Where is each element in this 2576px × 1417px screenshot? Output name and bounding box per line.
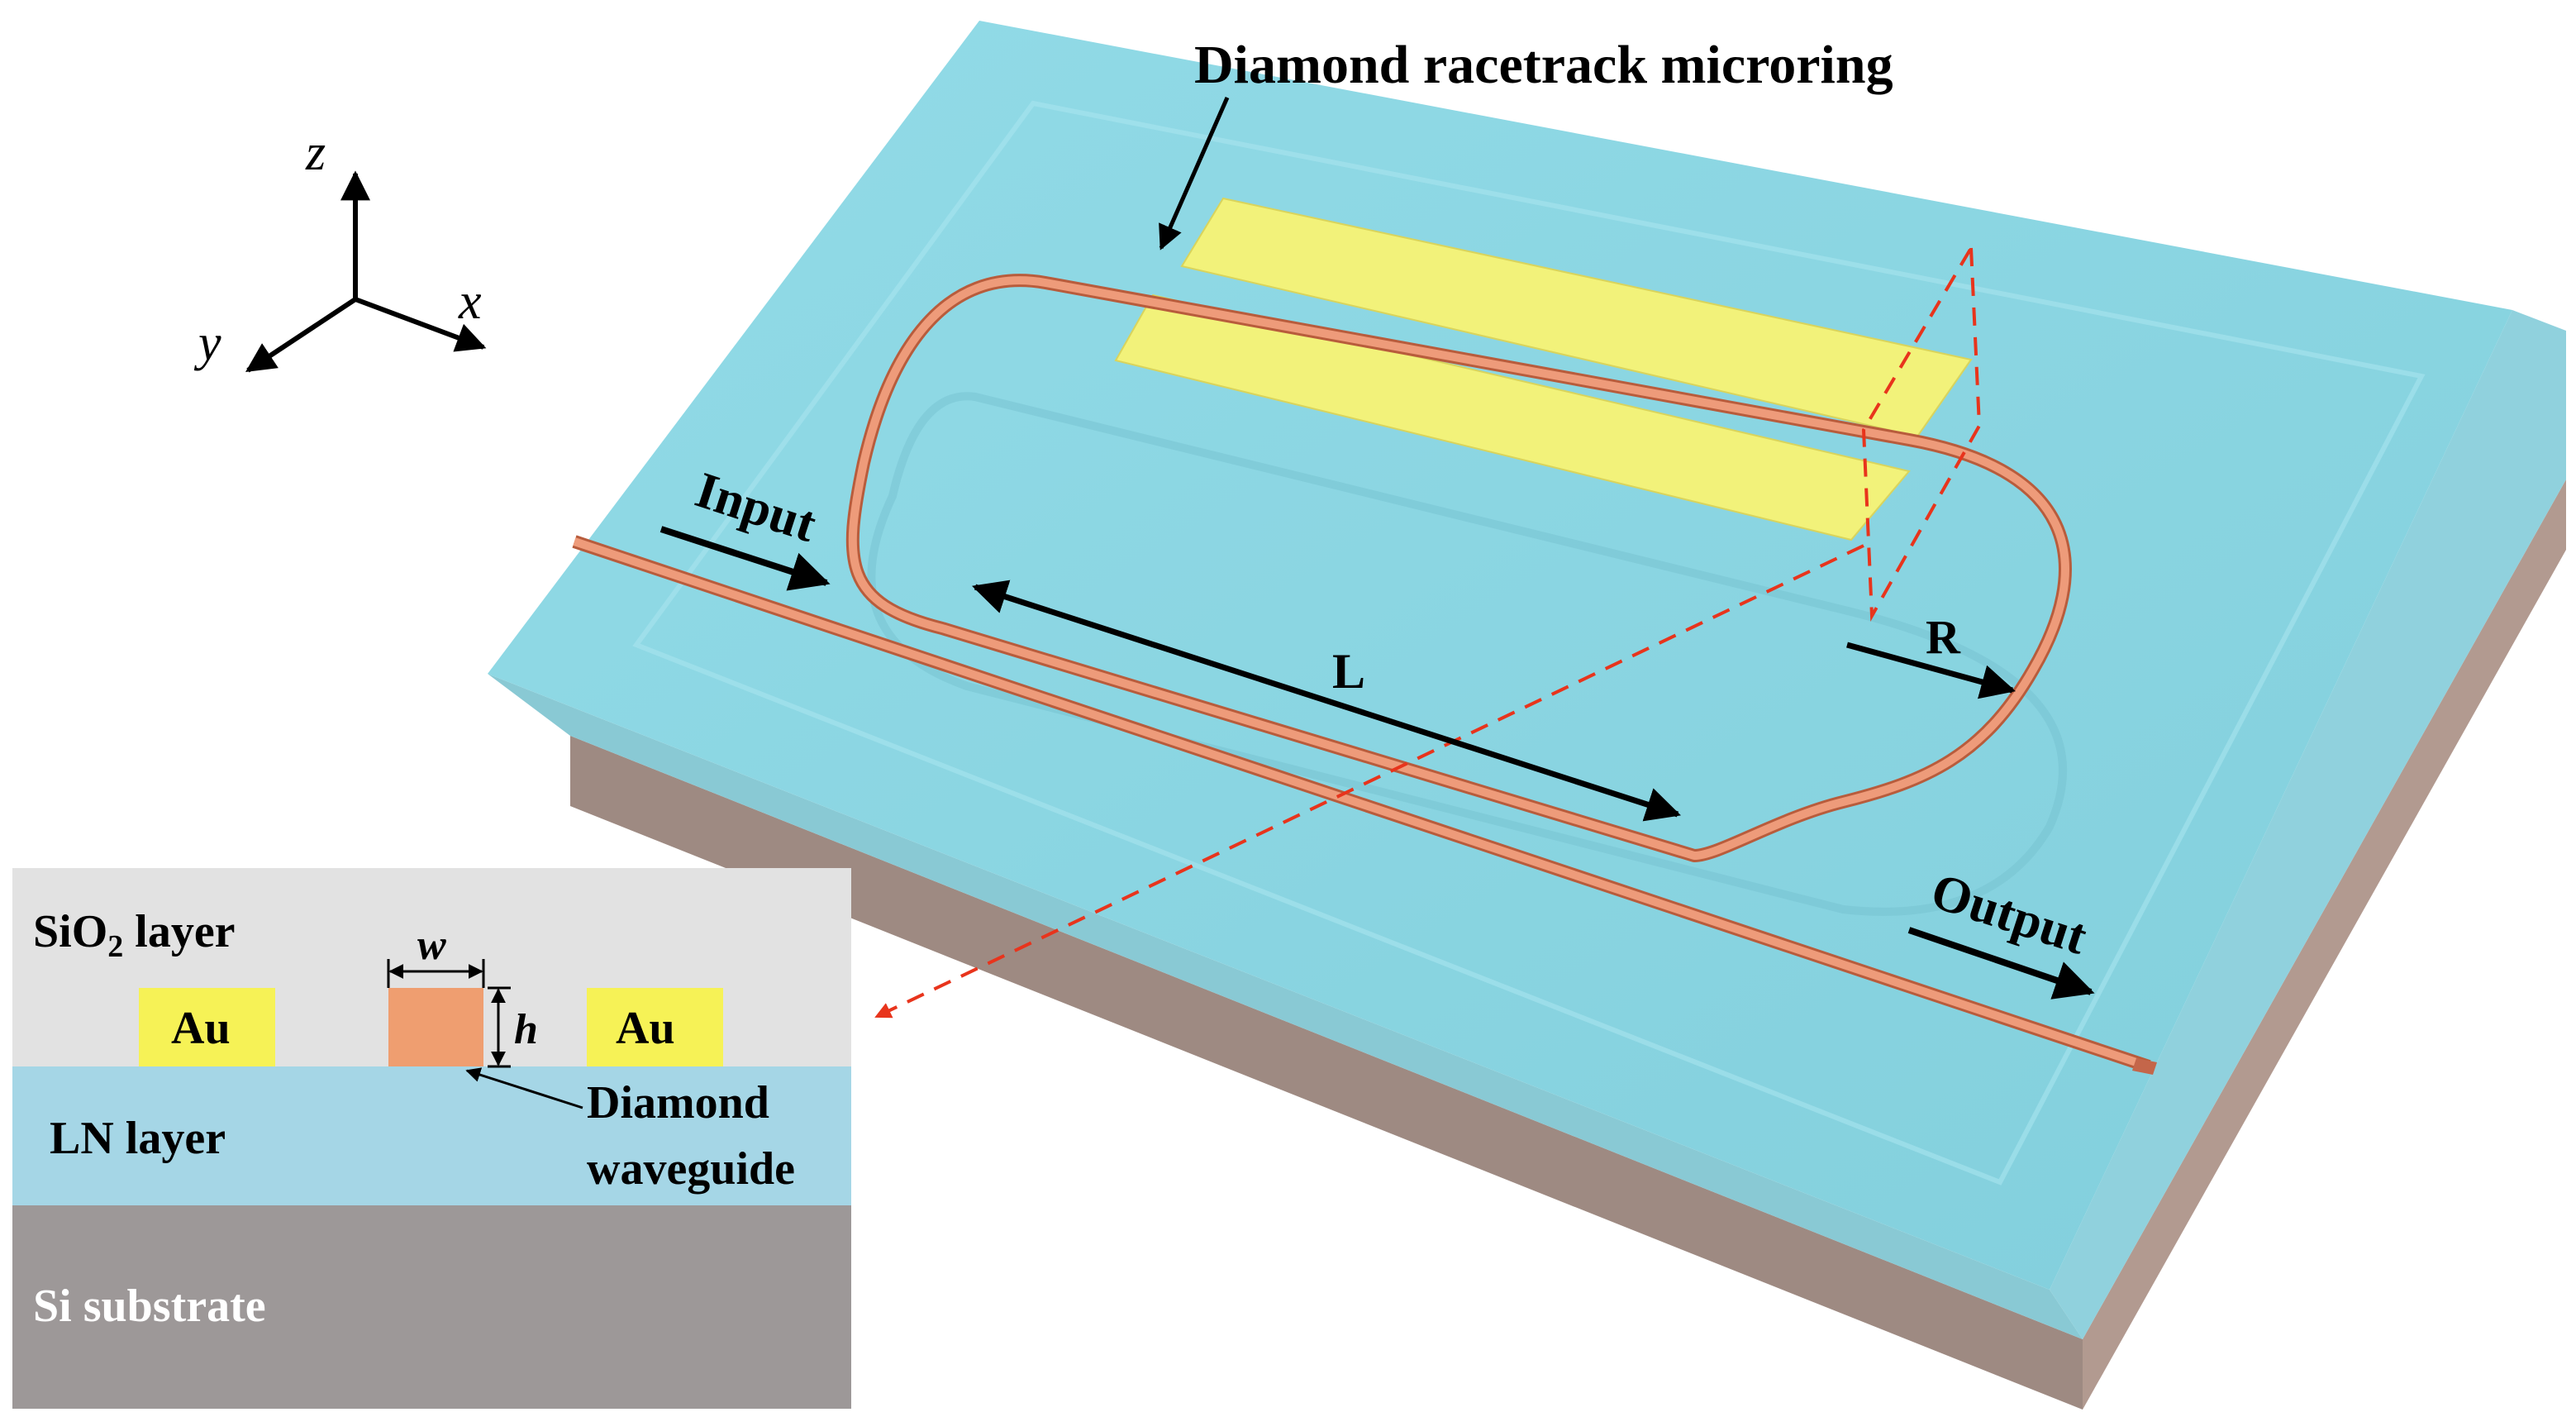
- height-symbol: h: [514, 1006, 538, 1053]
- si-substrate-right-face: [2083, 479, 2566, 1410]
- cross-section-inset: Au Au SiO2 layer LN layer Si substrate w…: [12, 868, 851, 1409]
- cladding-front-face: [488, 674, 2083, 1339]
- bus-waveguide-end-facet: [2132, 1058, 2157, 1075]
- diamond-callout-arrow: [465, 1067, 583, 1109]
- gold-electrode-front: [1114, 293, 1911, 542]
- x-axis-label: x: [458, 274, 482, 330]
- radius-arrow: [1846, 642, 2017, 699]
- length-arrow: [972, 580, 1681, 822]
- coordinate-axes: z x y: [193, 125, 487, 373]
- microring-callout-arrow: [1159, 96, 1230, 250]
- microring-label: Diamond racetrack microring: [1194, 35, 1893, 95]
- ln-layer-label: LN layer: [50, 1113, 226, 1164]
- au-left-label: Au: [171, 1003, 231, 1054]
- racetrack-microring-highlight: [848, 276, 2069, 860]
- length-label: L: [1332, 644, 1365, 699]
- si-substrate-layer: [12, 1205, 851, 1409]
- width-symbol: w: [417, 922, 446, 969]
- output-arrow: [1907, 927, 2095, 1000]
- au-pad-left: [139, 988, 275, 1066]
- diamond-waveguide: [388, 988, 483, 1066]
- sio2-layer-label: SiO2 layer: [33, 906, 236, 964]
- top-face-inner-frame: [632, 100, 2426, 1186]
- section-plane-outline: [1861, 246, 1982, 623]
- si-substrate-label: Si substrate: [33, 1281, 266, 1332]
- diamond-label-line1: Diamond: [587, 1077, 769, 1128]
- diamond-label-line2: waveguide: [587, 1143, 795, 1195]
- ring-shadow: [867, 392, 2067, 916]
- au-right-label: Au: [616, 1003, 675, 1054]
- y-axis-label: y: [193, 315, 221, 371]
- input-arrow: [659, 526, 831, 591]
- cladding-right-face: [2050, 310, 2566, 1339]
- si-substrate-front-face: [570, 736, 2083, 1410]
- radius-label: R: [1926, 610, 1961, 664]
- x-axis: [354, 297, 487, 352]
- ln-layer: [12, 1066, 851, 1205]
- au-pad-right: [587, 988, 723, 1066]
- y-axis: [245, 297, 357, 373]
- z-axis-label: z: [305, 125, 326, 181]
